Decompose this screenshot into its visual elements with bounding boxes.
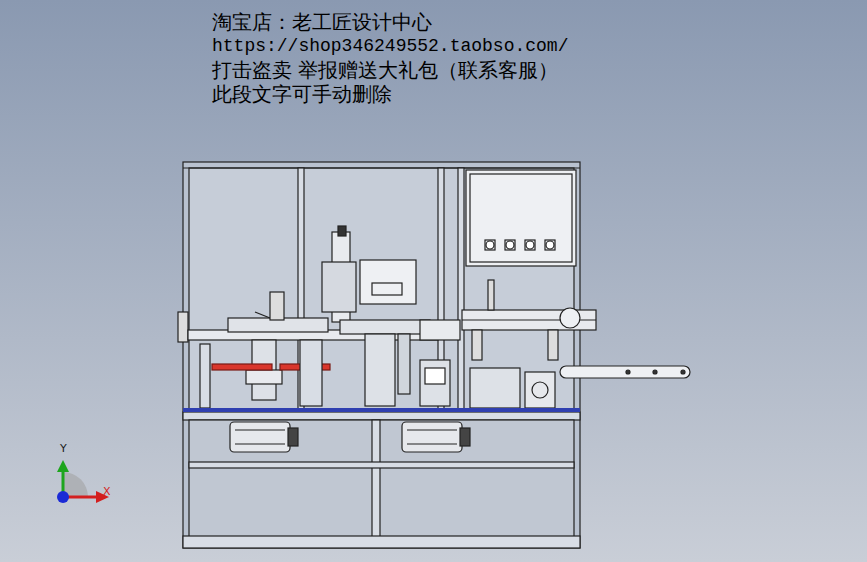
watermark-line: 打击盗卖 举报赠送大礼包（联系客服）	[212, 60, 558, 80]
axis-label: Y	[60, 443, 67, 454]
watermark-line: 淘宝店：老工匠设计中心	[212, 12, 432, 32]
watermark-url: https://shop346249552.taobso.com/	[212, 37, 568, 55]
watermark-line: 此段文字可手动删除	[212, 84, 392, 104]
axis-label: X	[103, 486, 111, 497]
